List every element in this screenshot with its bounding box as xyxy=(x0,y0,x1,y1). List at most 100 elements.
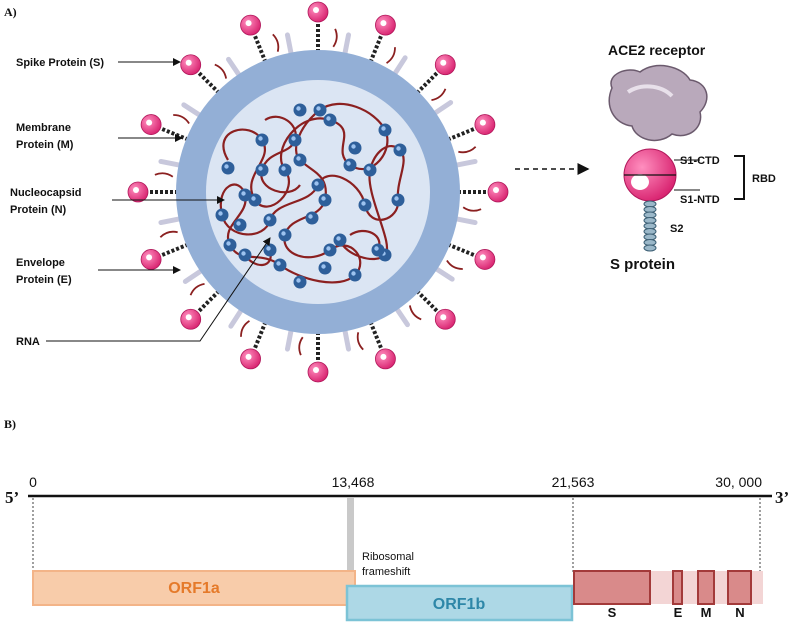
orf1a-label: ORF1a xyxy=(168,580,220,597)
ace2-receptor-shape xyxy=(608,64,708,142)
nucleocapsid-bead-shine xyxy=(296,156,301,161)
envelope-protein xyxy=(408,305,422,321)
nucleocapsid-bead-shine xyxy=(366,166,371,171)
spike-head-shine xyxy=(380,353,387,360)
orf1b-label: ORF1b xyxy=(433,596,486,613)
nucleocapsid-protein-label-1: Nucleocapsid xyxy=(10,187,82,199)
spike-head-shine xyxy=(146,254,153,261)
s-protein-shine xyxy=(631,174,649,190)
nucleocapsid-protein-label-2: Protein (N) xyxy=(10,204,67,216)
envelope-protein-label-1: Envelope xyxy=(16,257,65,269)
spike-stalk xyxy=(159,242,189,258)
spike-head-shine xyxy=(313,7,319,13)
gene-e-label: E xyxy=(674,605,683,620)
s-protein-label: S protein xyxy=(610,256,675,273)
nucleocapsid-bead-shine xyxy=(218,211,223,216)
spike-stalk xyxy=(415,289,440,314)
nucleocapsid-bead-shine xyxy=(314,181,319,186)
membrane-protein xyxy=(342,32,352,58)
s1-ntd-label: S1-NTD xyxy=(680,194,720,206)
membrane-protein xyxy=(393,305,410,328)
envelope-protein xyxy=(154,172,174,178)
nucleocapsid-bead-shine xyxy=(276,261,281,266)
gene-m-box xyxy=(697,570,715,605)
spike-head-shine xyxy=(380,20,387,27)
spike-head-shine xyxy=(245,353,252,360)
spike-head-shine xyxy=(146,119,153,126)
membrane-protein xyxy=(431,100,454,117)
envelope-protein xyxy=(214,63,228,79)
envelope-protein xyxy=(446,260,463,270)
membrane-protein xyxy=(182,267,205,284)
spike-head-shine xyxy=(245,20,252,27)
rna-callout xyxy=(46,237,271,342)
nucleocapsid-bead-shine xyxy=(296,106,301,111)
nucleocapsid-bead-shine xyxy=(374,246,379,251)
spike-stalk xyxy=(252,321,268,351)
membrane-protein xyxy=(391,55,408,78)
nucleocapsid-bead-shine xyxy=(351,271,356,276)
nucleocapsid-bead-shine xyxy=(308,214,313,219)
tick-label-13468: 13,468 xyxy=(332,474,375,490)
nucleocapsid-bead-shine xyxy=(336,236,341,241)
ace2-highlight xyxy=(626,84,674,98)
spike-head-shine xyxy=(185,59,192,66)
nucleocapsid-bead-shine xyxy=(266,246,271,251)
spike-head-shine xyxy=(479,119,486,126)
membrane-protein xyxy=(158,216,184,226)
nucleocapsid-bead-shine xyxy=(281,231,286,236)
ace2-title: ACE2 receptor xyxy=(608,42,706,58)
membrane-protein-label-2: Protein (M) xyxy=(16,139,74,151)
membrane-protein xyxy=(226,56,243,79)
spike-stalk xyxy=(415,70,440,95)
rna-label: RNA xyxy=(16,336,40,348)
spike-head-shine xyxy=(133,187,139,193)
spike-head-shine xyxy=(313,367,319,373)
tick-label-30000: 30, 000 xyxy=(715,474,762,490)
envelope-protein xyxy=(431,88,447,102)
membrane-protein xyxy=(452,216,478,226)
envelope-protein-label-2: Protein (E) xyxy=(16,274,72,286)
nucleocapsid-bead-shine xyxy=(251,196,256,201)
gene-n-label: N xyxy=(735,605,744,620)
membrane-protein xyxy=(284,32,294,58)
spike-head-shine xyxy=(440,314,447,321)
frameshift-label-2: frameshift xyxy=(362,566,410,578)
nucleocapsid-bead-shine xyxy=(361,201,366,206)
s2-label: S2 xyxy=(670,223,683,235)
virion-surface-proteins xyxy=(127,1,509,383)
nucleocapsid-bead-shine xyxy=(226,241,231,246)
envelope-protein xyxy=(356,332,364,351)
panel-a-label: A) xyxy=(4,5,17,19)
rbd-bracket xyxy=(734,155,745,200)
nucleocapsid-bead-shine xyxy=(326,116,331,121)
spike-stalk xyxy=(368,33,384,63)
envelope-protein xyxy=(458,146,477,154)
gene-m-label: M xyxy=(701,605,712,620)
orf1b-box xyxy=(345,584,574,622)
spike-head-shine xyxy=(493,187,499,193)
envelope-protein xyxy=(240,320,250,337)
spike-head-shine xyxy=(185,314,192,321)
membrane-protein xyxy=(158,158,184,168)
three-prime-label: 3’ xyxy=(775,488,789,507)
spike-stalk xyxy=(447,126,477,142)
nucleocapsid-bead-shine xyxy=(236,221,241,226)
nucleocapsid-bead-shine xyxy=(258,166,263,171)
envelope-protein xyxy=(386,47,396,64)
frameshift-marker xyxy=(347,498,354,572)
gene-s-box xyxy=(573,570,651,605)
s2-stalk xyxy=(643,200,657,252)
spike-stalk xyxy=(252,33,268,63)
nucleocapsid-bead-shine xyxy=(281,166,286,171)
spike-stalk xyxy=(159,126,189,142)
orf1a-box xyxy=(32,570,356,606)
envelope-protein xyxy=(332,28,338,48)
membrane-protein xyxy=(452,158,478,168)
s1-ctd-label: S1-CTD xyxy=(680,155,720,167)
spike-stalk xyxy=(196,289,221,314)
nucleocapsid-bead-shine xyxy=(266,216,271,221)
spike-head-shine xyxy=(440,59,447,66)
envelope-protein xyxy=(298,336,304,356)
